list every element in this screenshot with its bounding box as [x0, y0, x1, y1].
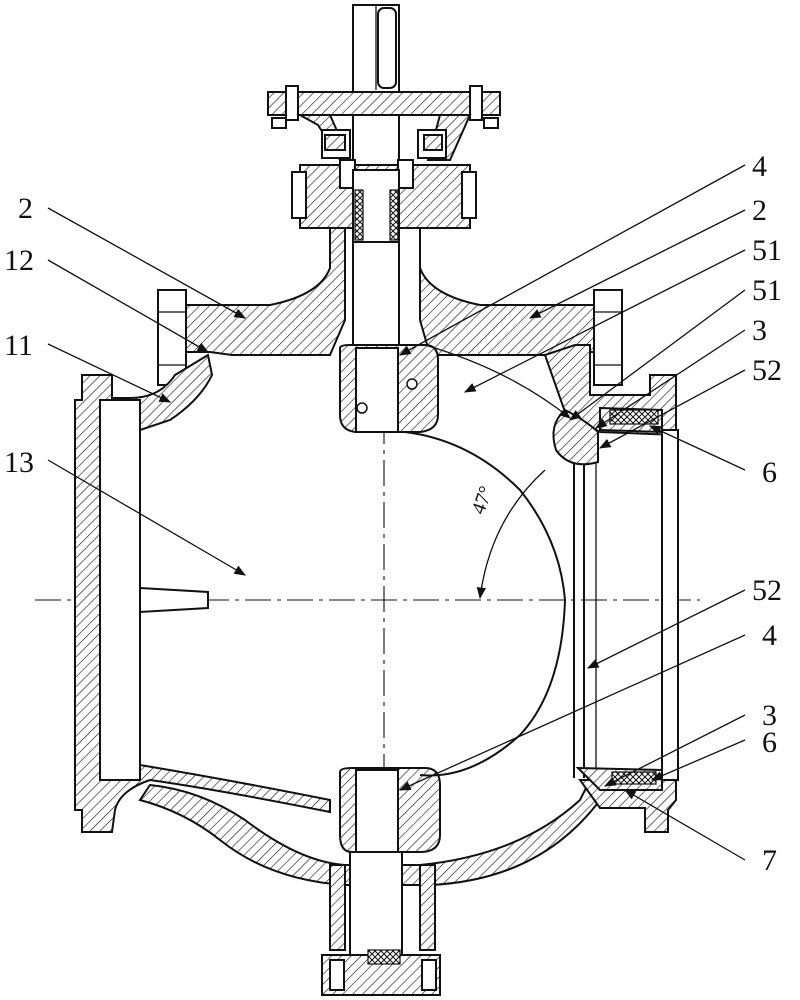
angle-label: 47° — [467, 483, 497, 517]
part-label-13: 13 — [4, 446, 34, 479]
upper-body — [157, 227, 623, 386]
bonnet-flange — [291, 159, 477, 243]
part-label-2-left: 2 — [18, 192, 33, 225]
leaders-left — [47, 207, 247, 576]
part-label-6-top: 6 — [762, 456, 777, 489]
part-label-4-bottom: 4 — [762, 619, 777, 652]
part-label-3-top: 3 — [752, 314, 767, 347]
leaders-right — [398, 164, 746, 861]
part-label-51-b: 51 — [752, 274, 782, 307]
lower-body-shell — [138, 779, 607, 996]
valve-plug — [339, 344, 567, 853]
part-label-52-mid: 52 — [752, 574, 782, 607]
part-label-3-bottom: 3 — [762, 699, 777, 732]
part-label-51-a: 51 — [752, 234, 782, 267]
part-label-2-right: 2 — [752, 194, 767, 227]
part-label-6-bottom: 6 — [762, 726, 777, 759]
part-label-52-top: 52 — [752, 354, 782, 387]
part-label-7: 7 — [762, 844, 777, 877]
part-label-4-top: 4 — [752, 150, 767, 183]
left-end-flange — [74, 353, 331, 833]
part-label-12: 12 — [4, 244, 34, 277]
part-label-11: 11 — [4, 329, 33, 362]
right-end-flange — [543, 344, 679, 833]
angle-indicator: 47° — [424, 344, 571, 600]
mounting-bracket — [267, 85, 501, 161]
